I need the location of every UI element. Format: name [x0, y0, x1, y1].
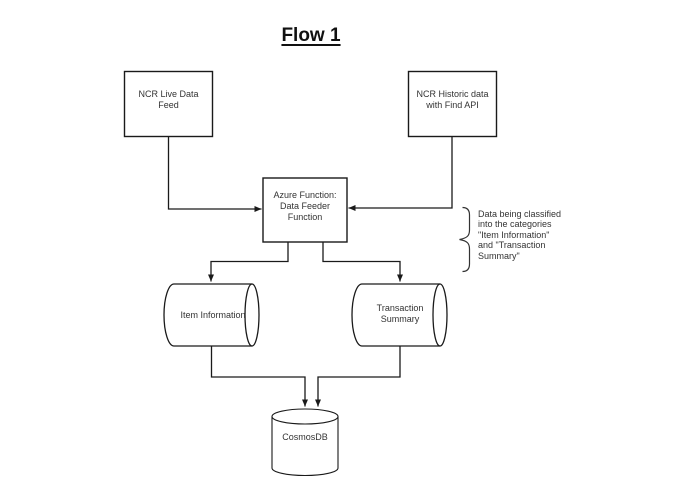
label-line: NCR Historic data	[416, 89, 489, 99]
annotation-line: "Item Information"	[478, 229, 550, 240]
label-line: Function	[287, 212, 323, 222]
label-line: Azure Function:	[273, 190, 337, 200]
annotation-line: Data being classified	[478, 209, 562, 219]
node-ncr-live-data-feed-box	[123, 70, 214, 138]
label-azure-function: Azure Function: Data Feeder Function	[263, 190, 347, 223]
label-cosmosdb: CosmosDB	[272, 432, 338, 443]
label-line: CosmosDB	[282, 432, 328, 442]
label-line: Transaction	[376, 303, 424, 313]
annotation-brace	[459, 206, 471, 273]
label-line: with Find API	[426, 100, 479, 110]
label-ncr-historic-data: NCR Historic data with Find API	[408, 89, 497, 111]
label-line: Summary	[380, 314, 420, 324]
label-item-information: Item Information	[169, 310, 257, 321]
item-information-end-cap-arc	[244, 283, 253, 347]
node-cosmosdb-cylinder	[271, 408, 339, 477]
page-title: Flow 1	[281, 25, 341, 46]
annotation-line: Summary"	[478, 250, 520, 261]
node-ncr-historic-data-box	[407, 70, 498, 138]
label-ncr-live-data-feed: NCR Live Data Feed	[124, 89, 213, 111]
connector-transaction-summary-to-cosmosdb	[315, 346, 401, 407]
label-line: Feed	[158, 100, 179, 110]
annotation-line: and "Transaction	[478, 240, 546, 251]
connector-live-feed-to-function	[167, 137, 262, 212]
transaction-summary-end-cap-arc	[432, 283, 441, 347]
connector-function-to-transaction-summary	[322, 242, 403, 282]
node-azure-function-box	[262, 177, 348, 243]
node-transaction-summary-shape	[351, 283, 448, 347]
annotation-text: Data being classified into the categorie…	[478, 209, 590, 261]
label-line: NCR Live Data	[138, 89, 199, 99]
node-item-information-shape	[163, 283, 260, 347]
annotation-line: into the categories	[478, 219, 552, 230]
label-line: Item Information	[180, 310, 246, 320]
label-line: Data Feeder	[279, 201, 331, 211]
connector-item-information-to-cosmosdb	[210, 346, 308, 407]
connector-function-to-item-information	[208, 242, 289, 282]
cosmosdb-top-ellipse	[271, 408, 339, 425]
connector-historic-to-function	[348, 137, 453, 211]
label-transaction-summary: Transaction Summary	[356, 303, 444, 325]
